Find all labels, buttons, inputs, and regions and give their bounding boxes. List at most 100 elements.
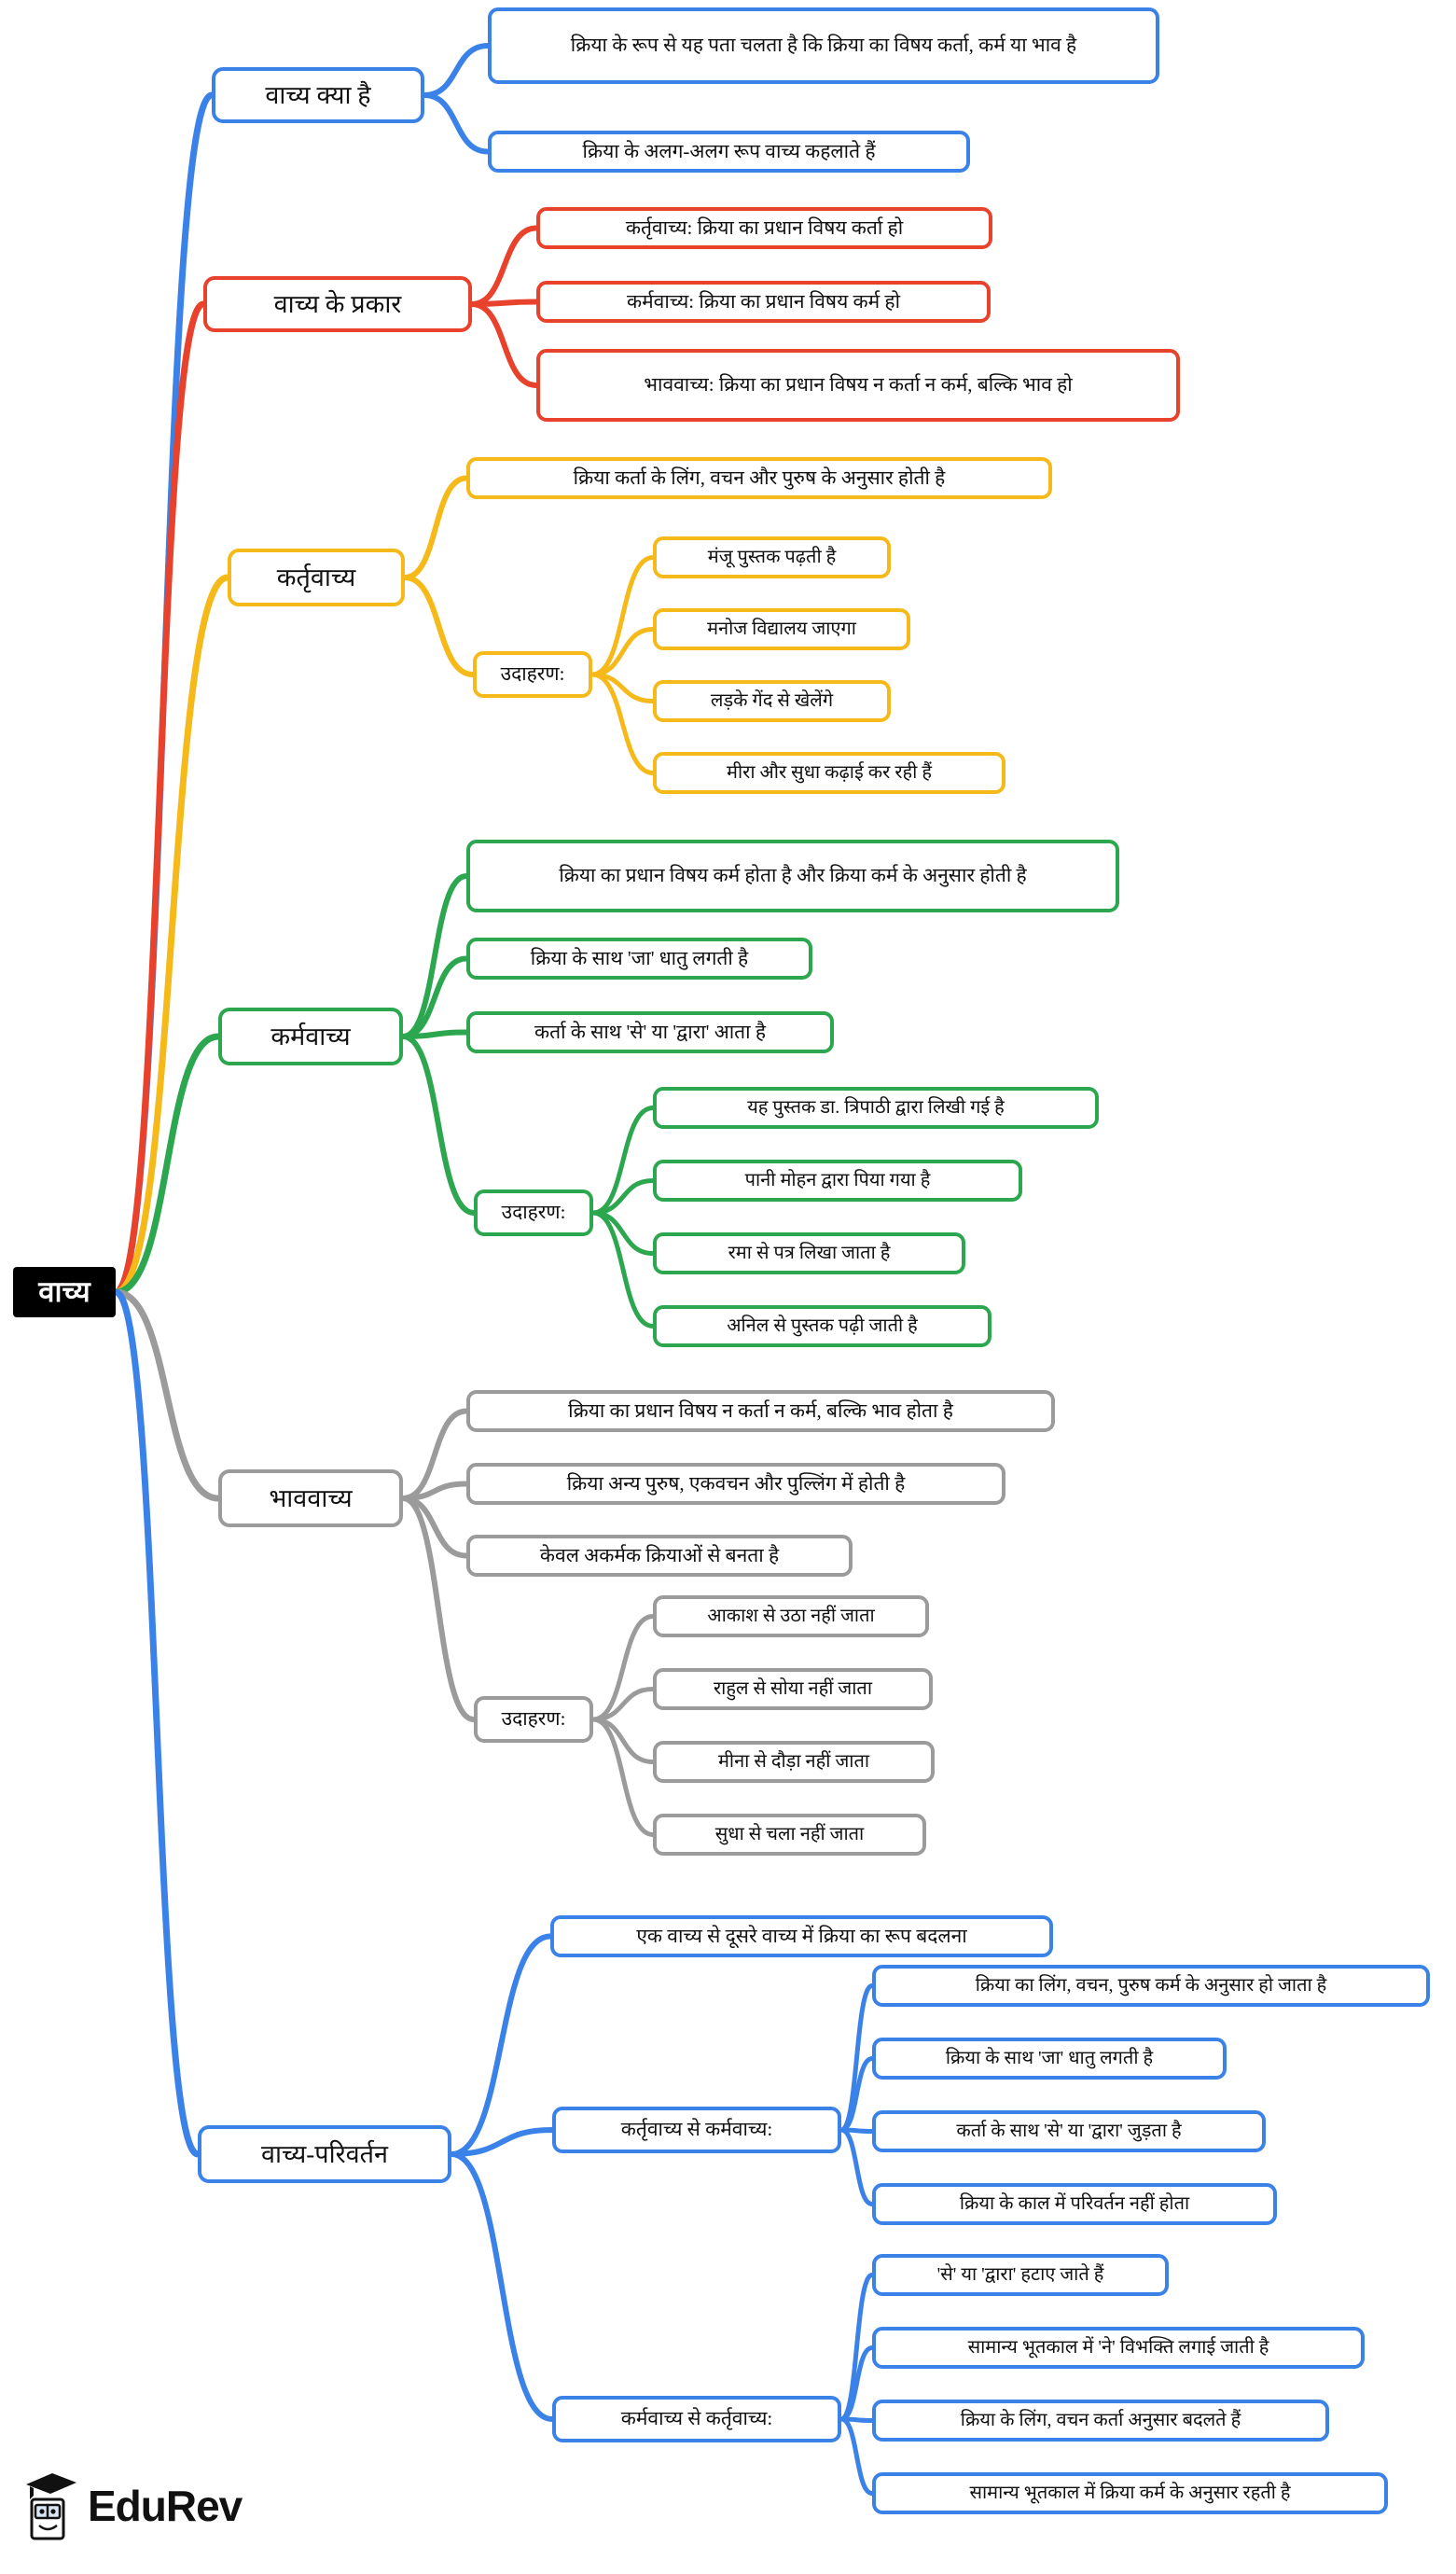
connector-b3ex-to-b3e2 [590, 1210, 656, 1256]
node-alag-roop-vachya[interactable]: क्रिया के अलग-अलग रूप वाच्य कहलाते हैं [488, 131, 970, 173]
node-kartrivachya-label: कर्तृवाच्य [276, 563, 356, 591]
connector-b3ex-to-b3e3 [590, 1210, 656, 1329]
node-karmavachya-example-2[interactable]: पानी मोहन द्वारा पिया गया है [653, 1160, 1022, 1202]
node-vachya-parivartan-def[interactable]: एक वाच्य से दूसरे वाच्य में क्रिया का रू… [550, 1915, 1053, 1957]
node-karmavachya-example-3-label: रमा से पत्र लिखा जाता है [728, 1243, 891, 1264]
node-kartrivachya-example-2[interactable]: मनोज विद्यालय जाएगा [653, 608, 910, 650]
node-karmavachya-examples-label[interactable]: उदाहरण: [474, 1190, 593, 1236]
node-kartri-to-karma-label-label: कर्तृवाच्य से कर्मवाच्य: [620, 2118, 773, 2141]
node-karmavachya-def[interactable]: कर्मवाच्य: क्रिया का प्रधान विषय कर्म हो [536, 281, 991, 323]
connector-b4ex-to-b4e0 [590, 1614, 656, 1722]
node-bhaavavachya-example-3[interactable]: मीना से दौड़ा नहीं जाता [653, 1741, 935, 1783]
connector-b1-to-b1c2 [469, 301, 539, 388]
node-karmavachya-example-2-label: पानी मोहन द्वारा पिया गया है [744, 1170, 931, 1191]
root-node-vachya[interactable]: वाच्य [13, 1267, 116, 1317]
connector-b5g0-to-b5g0i2 [839, 2127, 875, 2134]
node-bhaavavachya-example-4-label: सुधा से चला नहीं जाता [714, 1824, 865, 1845]
connector-b4ex-to-b4e3 [590, 1717, 656, 1837]
connector-b2ex-to-b2e1 [589, 627, 656, 677]
node-vachya-ke-prakar-label: वाच्य के प्रकार [273, 289, 402, 318]
node-bhaavavachya-example-4[interactable]: सुधा से चला नहीं जाता [653, 1814, 926, 1856]
node-bhaavavachya[interactable]: भाववाच्य [218, 1469, 403, 1527]
connector-b5g0-to-b5g0i0 [839, 1983, 875, 2133]
connector-b5g1-to-b5g1i0 [839, 2273, 875, 2422]
node-vachya-parivartan[interactable]: वाच्य-परिवर्तन [198, 2125, 451, 2183]
connector-b5g0-to-b5g0i3 [839, 2127, 875, 2206]
node-vachya-kya-hai[interactable]: वाच्य क्या है [212, 67, 424, 123]
node-kartrivachya-example-3[interactable]: लड़के गेंद से खेलेंगे [653, 680, 891, 722]
node-karmavachya-examples-label-label: उदाहरण: [501, 1201, 566, 1224]
node-kartri-to-karma-item-2[interactable]: क्रिया के साथ 'जा' धातु लगती है [872, 2038, 1227, 2080]
node-kartrivachya-examples-label[interactable]: उदाहरण: [473, 651, 592, 698]
connector-b4-to-b4ex [400, 1496, 477, 1722]
node-kriya-roop-vishay[interactable]: क्रिया के रूप से यह पता चलता है कि क्रिय… [488, 7, 1159, 84]
node-bhaavavachya-rule-1-label: क्रिया का प्रधान विषय न कर्ता न कर्म, बल… [568, 1398, 953, 1422]
node-kartri-to-karma-item-4[interactable]: क्रिया के काल में परिवर्तन नहीं होता [872, 2183, 1277, 2225]
node-karma-to-kartri-item-1[interactable]: 'से' या 'द्वारा' हटाए जाते हैं [872, 2254, 1169, 2296]
connector-b4ex-to-b4e2 [590, 1717, 656, 1764]
node-kartri-to-karma-item-1[interactable]: क्रिया का लिंग, वचन, पुरुष कर्म के अनुसा… [872, 1965, 1430, 2007]
node-karma-to-kartri-label[interactable]: कर्मवाच्य से कर्तृवाच्य: [552, 2396, 841, 2442]
connector-b5g1-to-b5g1i1 [839, 2345, 875, 2422]
connector-b5-to-b5g1 [449, 2151, 555, 2422]
edurev-logo[interactable]: EduRev [21, 2461, 300, 2551]
node-karmavachya-rule-1[interactable]: क्रिया का प्रधान विषय कर्म होता है और क्… [466, 840, 1119, 912]
node-karmavachya-rule-3[interactable]: कर्ता के साथ 'से' या 'द्वारा' आता है [466, 1011, 834, 1053]
connector-b5g1-to-b5g1i3 [839, 2416, 875, 2496]
node-bhaavavachya-examples-label[interactable]: उदाहरण: [474, 1696, 593, 1743]
node-karma-to-kartri-item-1-label: 'से' या 'द्वारा' हटाए जाते हैं [936, 2264, 1104, 2286]
connector-b4-to-b4c2 [400, 1496, 469, 1559]
node-karmavachya-example-1[interactable]: यह पुस्तक डा. त्रिपाठी द्वारा लिखी गई है [653, 1087, 1099, 1129]
node-kartrivachya-def[interactable]: कर्तृवाच्य: क्रिया का प्रधान विषय कर्ता … [536, 207, 992, 249]
node-vachya-kya-hai-label: वाच्य क्या है [265, 80, 371, 109]
node-bhaavavachya-rule-2[interactable]: क्रिया अन्य पुरुष, एकवचन और पुल्लिंग में… [466, 1463, 1005, 1505]
node-karmavachya-example-3[interactable]: रमा से पत्र लिखा जाता है [653, 1232, 965, 1274]
connector-b2ex-to-b2e2 [589, 672, 656, 703]
connector-b4ex-to-b4e1 [590, 1687, 656, 1722]
node-bhaavavachya-label: भाववाच्य [269, 1483, 353, 1512]
node-bhaavavachya-rule-1[interactable]: क्रिया का प्रधान विषय न कर्ता न कर्म, बल… [466, 1390, 1055, 1432]
node-alag-roop-vachya-label: क्रिया के अलग-अलग रूप वाच्य कहलाते हैं [582, 139, 876, 162]
node-bhaavavachya-def[interactable]: भाववाच्य: क्रिया का प्रधान विषय न कर्ता … [536, 349, 1180, 422]
node-kartrivachya-example-4[interactable]: मीरा और सुधा कढ़ाई कर रही हैं [653, 752, 1005, 794]
node-bhaavavachya-example-1[interactable]: आकाश से उठा नहीं जाता [653, 1595, 929, 1637]
connector-root-to-b5 [112, 1288, 201, 2158]
node-karma-to-kartri-item-3[interactable]: क्रिया के लिंग, वचन कर्ता अनुसार बदलते ह… [872, 2400, 1329, 2442]
connector-b2ex-to-b2e0 [589, 555, 656, 677]
node-kartri-to-karma-item-4-label: क्रिया के काल में परिवर्तन नहीं होता [959, 2193, 1190, 2215]
connector-b0-to-b0c1 [422, 92, 491, 155]
node-bhaavavachya-examples-label-label: उदाहरण: [501, 1707, 566, 1731]
node-karma-to-kartri-item-2[interactable]: सामान्य भूतकाल में 'ने' विभक्ति लगाई जात… [872, 2327, 1365, 2369]
node-kartrivachya-rule-1[interactable]: क्रिया कर्ता के लिंग, वचन और पुरुष के अन… [466, 457, 1052, 499]
node-kartrivachya-example-1[interactable]: मंजू पुस्तक पढ़ती है [653, 536, 891, 578]
connector-b3ex-to-b3e1 [590, 1178, 656, 1216]
node-bhaavavachya-rule-3[interactable]: केवल अकर्मक क्रियाओं से बनता है [466, 1535, 853, 1577]
node-bhaavavachya-example-2[interactable]: राहुल से सोया नहीं जाता [653, 1668, 933, 1710]
node-karmavachya-rule-2[interactable]: क्रिया के साथ 'जा' धातु लगती है [466, 938, 812, 980]
node-karma-to-kartri-item-4-label: सामान्य भूतकाल में क्रिया कर्म के अनुसार… [969, 2483, 1291, 2504]
node-kartri-to-karma-label[interactable]: कर्तृवाच्य से कर्मवाच्य: [552, 2107, 841, 2153]
node-karmavachya[interactable]: कर्मवाच्य [218, 1008, 403, 1065]
connector-b4-to-b4c0 [400, 1408, 469, 1501]
node-karma-to-kartri-item-4[interactable]: सामान्य भूतकाल में क्रिया कर्म के अनुसार… [872, 2472, 1388, 2514]
connector-root-to-b3 [112, 1033, 222, 1296]
node-kartri-to-karma-item-3-label: कर्ता के साथ 'से' या 'द्वारा' जुड़ता है [956, 2121, 1182, 2142]
node-bhaavavachya-example-3-label: मीना से दौड़ा नहीं जाता [717, 1751, 870, 1773]
connector-b3-to-b3ex [400, 1034, 477, 1216]
node-karmavachya-rule-1-label: क्रिया का प्रधान विषय कर्म होता है और क्… [559, 864, 1027, 887]
node-vachya-ke-prakar[interactable]: वाच्य के प्रकार [203, 276, 472, 332]
connector-b3ex-to-b3e0 [590, 1106, 656, 1216]
node-kartrivachya-example-2-label: मनोज विद्यालय जाएगा [707, 619, 856, 640]
connector-b1-to-b1c1 [469, 299, 539, 307]
node-kartrivachya[interactable]: कर्तृवाच्य [228, 549, 405, 606]
connector-b1-to-b1c0 [469, 225, 539, 307]
connector-b5-to-b5g0 [449, 2127, 555, 2157]
node-bhaavavachya-rule-2-label: क्रिया अन्य पुरुष, एकवचन और पुल्लिंग में… [566, 1471, 906, 1495]
connector-b4-to-b4c1 [400, 1481, 469, 1501]
root-node-label: वाच्य [38, 1275, 90, 1309]
node-kartrivachya-examples-label-label: उदाहरण: [500, 662, 565, 686]
node-karmavachya-example-4[interactable]: अनिल से पुस्तक पढ़ी जाती है [653, 1305, 991, 1347]
node-kartri-to-karma-item-3[interactable]: कर्ता के साथ 'से' या 'द्वारा' जुड़ता है [872, 2110, 1266, 2152]
node-kartrivachya-def-label: कर्तृवाच्य: क्रिया का प्रधान विषय कर्ता … [625, 216, 904, 239]
